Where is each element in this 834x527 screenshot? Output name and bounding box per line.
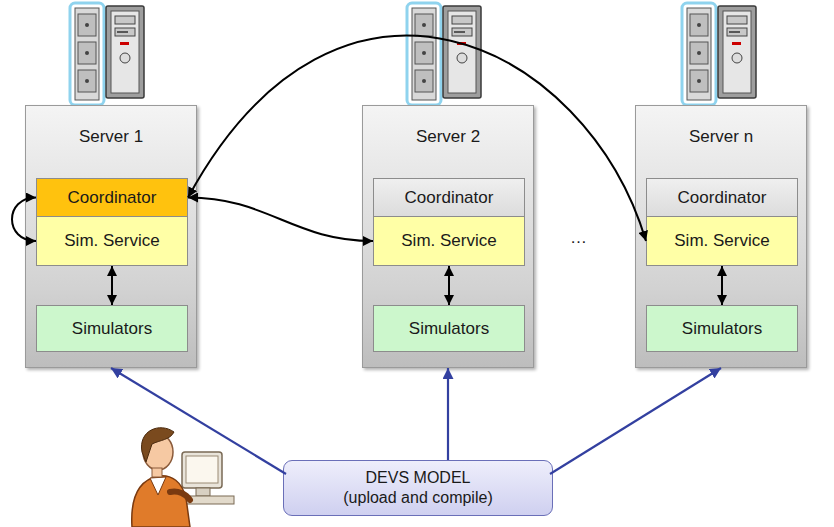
message-arrow: [188, 198, 373, 242]
node-text: Server 1: [26, 127, 196, 147]
node-text: Server 2: [363, 127, 533, 147]
model-box: DEVS MODEL (upload and compile): [283, 460, 553, 516]
message-arrow: [448, 266, 450, 305]
node-text: Sim. Service: [674, 231, 769, 251]
node-text: Sim. Service: [64, 231, 159, 251]
message-arrow: [12, 198, 36, 242]
node-text: Coordinator: [405, 188, 494, 208]
user-figure: [132, 428, 234, 527]
service-box: Sim. Service: [36, 216, 188, 266]
node-text: Simulators: [72, 319, 152, 339]
simulators-box: Simulators: [373, 305, 525, 352]
upload-arrow: [447, 368, 449, 460]
server-icon: [682, 3, 756, 105]
coordinator-box: Coordinator: [36, 178, 188, 217]
node-text: Server n: [636, 127, 806, 147]
ellipsis-label: …: [570, 228, 587, 248]
upload-arrow: [550, 368, 721, 474]
message-arrow: [721, 266, 723, 305]
service-box: Sim. Service: [646, 216, 798, 266]
node-text: DEVS MODEL (upload and compile): [339, 468, 497, 508]
coordinator-box: Coordinator: [646, 178, 798, 217]
server-box: Server n CoordinatorSim. ServiceSimulator…: [635, 105, 807, 368]
node-text: Sim. Service: [401, 231, 496, 251]
simulators-box: Simulators: [36, 305, 188, 352]
coordinator-box: Coordinator: [373, 178, 525, 217]
node-text: Simulators: [682, 319, 762, 339]
node-text: Coordinator: [678, 188, 767, 208]
server-box: Server 1 CoordinatorSim. ServiceSimulator…: [25, 105, 197, 368]
upload-arrow: [111, 368, 286, 474]
message-arrow: [111, 266, 113, 305]
message-arrow: [188, 36, 646, 241]
node-text: Coordinator: [68, 188, 157, 208]
simulators-box: Simulators: [646, 305, 798, 352]
server-box: Server 2 CoordinatorSim. ServiceSimulator…: [362, 105, 534, 368]
server-icon: [70, 3, 144, 105]
service-box: Sim. Service: [373, 216, 525, 266]
node-text: Simulators: [409, 319, 489, 339]
server-icon: [407, 3, 481, 105]
